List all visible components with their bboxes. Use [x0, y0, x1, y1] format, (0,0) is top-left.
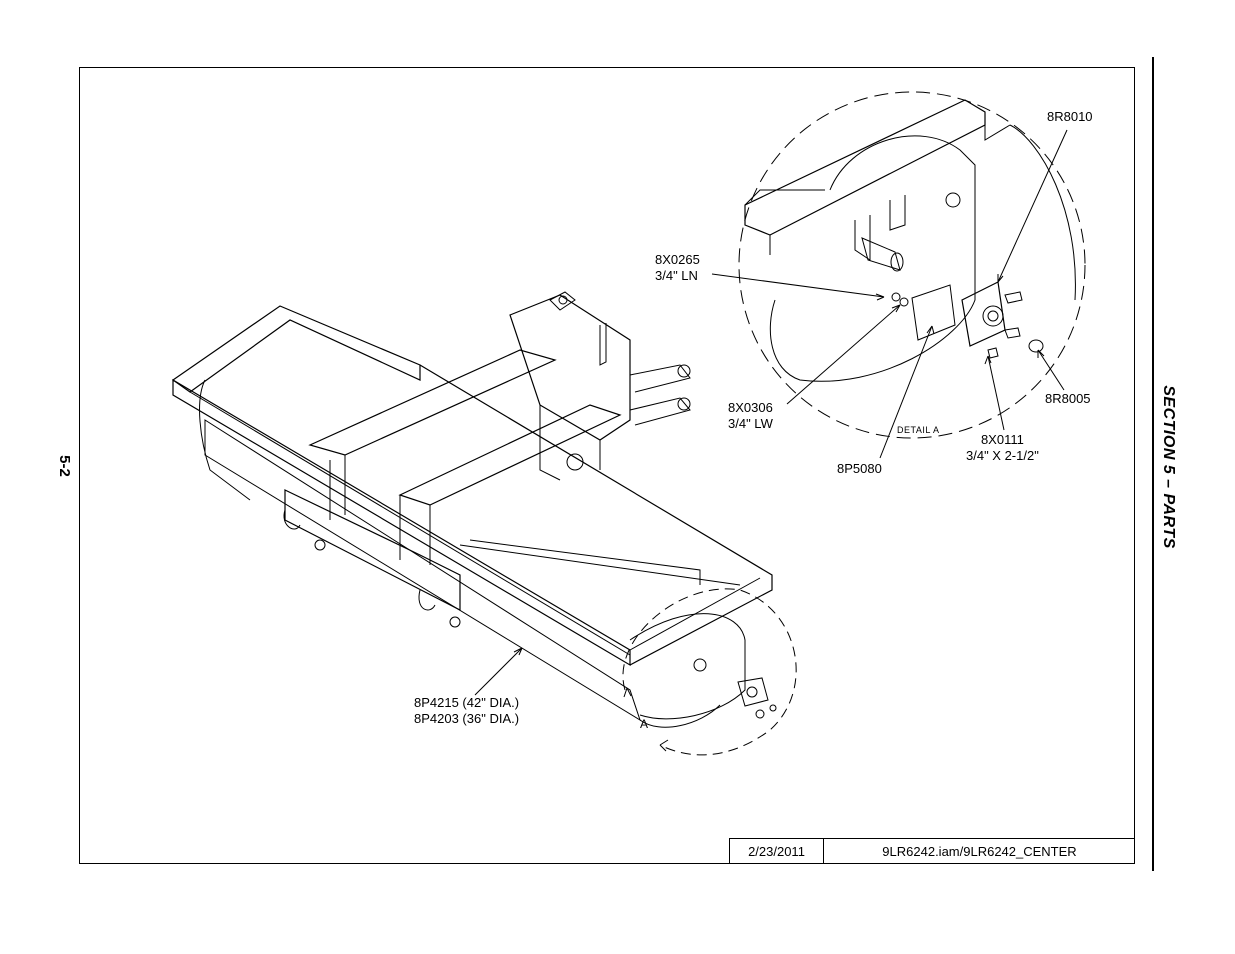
callout-8x0111-desc: 3/4" X 2-1/2"	[966, 448, 1039, 463]
detail-a-boundary	[622, 588, 797, 756]
callout-drum-42: 8P4215 (42" DIA.)	[414, 695, 520, 710]
roller-assembly	[171, 291, 777, 728]
callout-8x0265: 8X0265 3/4" LN	[655, 252, 700, 284]
title-block: 2/23/2011 9LR6242.iam/9LR6242_CENTER	[729, 838, 1135, 864]
leader-lines	[474, 129, 1068, 696]
title-block-file: 9LR6242.iam/9LR6242_CENTER	[882, 844, 1077, 859]
callout-8r8005: 8R8005	[1045, 391, 1091, 406]
callout-8r8010: 8R8010	[1047, 109, 1093, 124]
callout-drum-36: 8P4203 (36" DIA.)	[414, 711, 520, 726]
callout-8x0306: 8X0306 3/4" LW	[728, 400, 773, 432]
callout-8x0111: 8X0111 3/4" X 2-1/2"	[966, 432, 1039, 464]
callout-8p5080: 8P5080	[837, 461, 882, 476]
title-block-date: 2/23/2011	[730, 839, 824, 864]
detail-a-arrow	[659, 739, 669, 752]
detail-a-view	[738, 91, 1086, 439]
callout-8x0265-part: 8X0265	[655, 252, 700, 267]
callout-8x0111-part: 8X0111	[980, 432, 1024, 447]
margin-rule	[1152, 57, 1154, 871]
callout-8x0306-desc: 3/4" LW	[728, 416, 773, 431]
callout-8x0306-part: 8X0306	[728, 400, 773, 415]
callout-drum: 8P4215 (42" DIA.) 8P4203 (36" DIA.)	[414, 695, 519, 727]
detail-a-marker: A	[640, 717, 649, 731]
detail-a-label: DETAIL A	[897, 425, 940, 435]
callout-8x0265-desc: 3/4" LN	[655, 268, 698, 283]
drawing-frame	[79, 67, 1135, 864]
